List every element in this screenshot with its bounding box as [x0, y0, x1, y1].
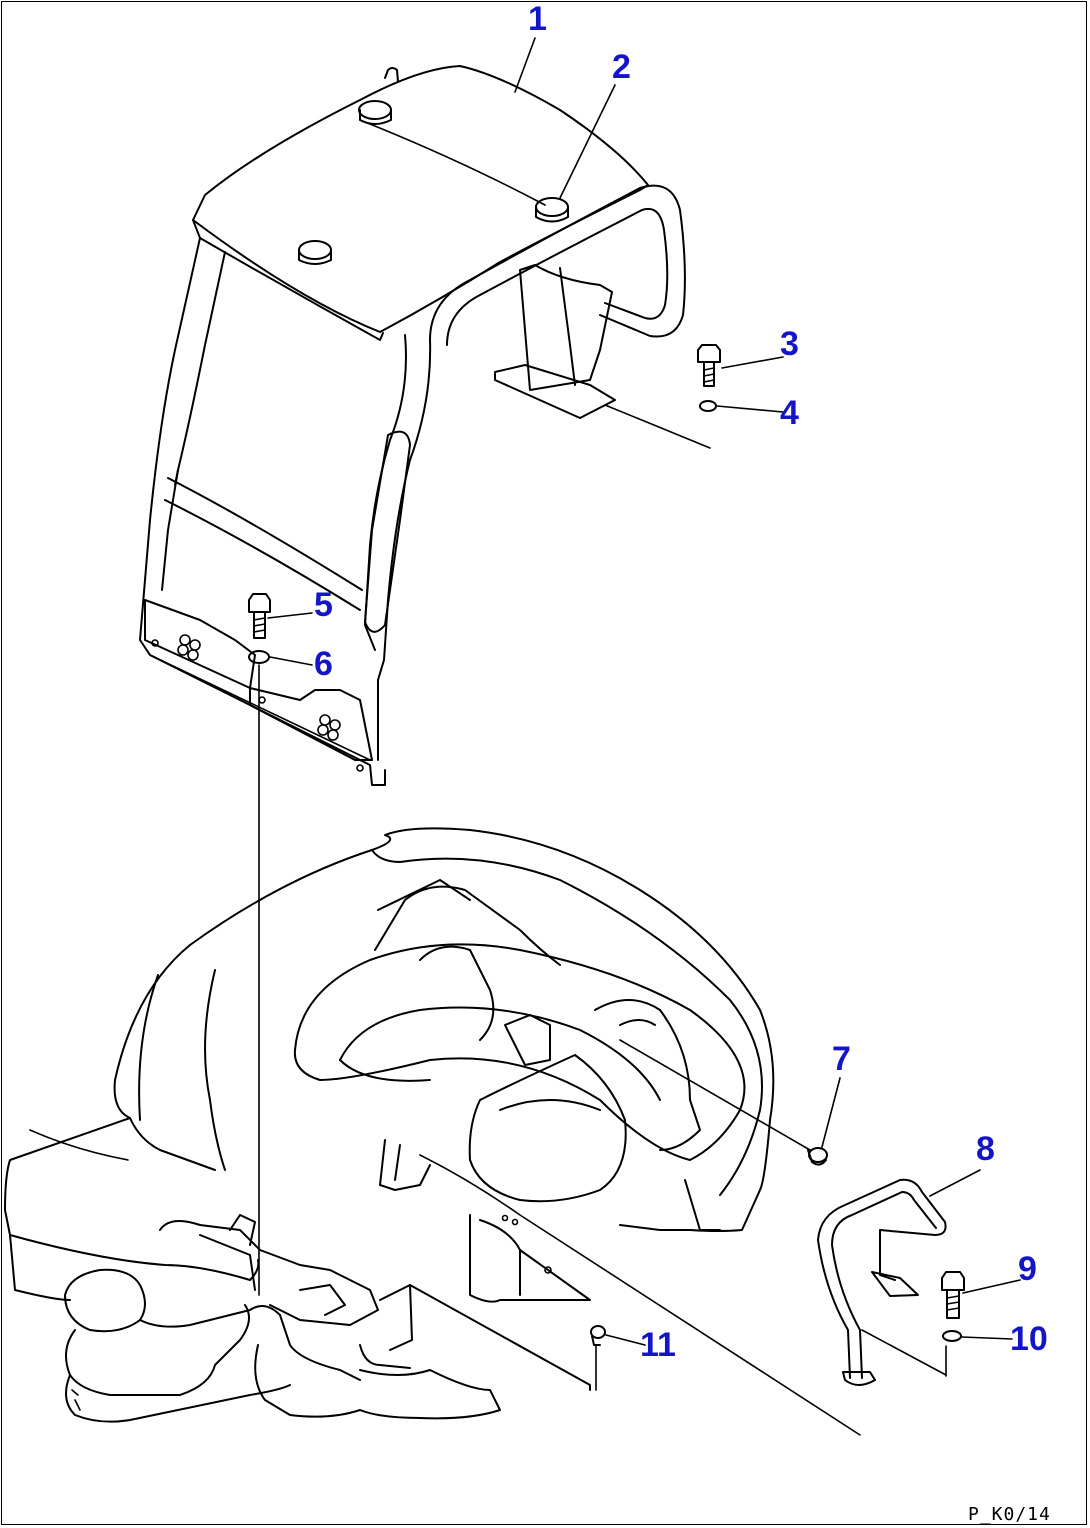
callout-1: 1 — [528, 0, 547, 38]
handrail-8 — [817, 1178, 947, 1386]
callout-numbers: 1 2 3 4 5 6 7 8 9 10 11 — [314, 0, 1048, 1364]
callout-11: 11 — [640, 1326, 676, 1364]
callout-7: 7 — [832, 1040, 851, 1078]
bolt-3-icon — [697, 344, 721, 387]
washer-6-icon — [248, 650, 270, 664]
drawing-reference-code: P_K0/14 — [968, 1504, 1051, 1525]
washer-10-icon — [942, 1330, 962, 1342]
callout-3: 3 — [780, 325, 799, 363]
callout-8: 8 — [976, 1130, 995, 1168]
bolt-9-icon — [941, 1271, 965, 1319]
bolt-5-icon — [248, 593, 271, 639]
clip-11-icon — [590, 1325, 606, 1391]
mount-hole-pattern — [151, 634, 364, 772]
plug-7-icon — [807, 1147, 828, 1166]
canopy-assembly — [139, 65, 711, 786]
callout-4: 4 — [780, 394, 799, 432]
callout-5: 5 — [314, 586, 333, 624]
callout-6: 6 — [314, 645, 333, 683]
callout-2: 2 — [612, 48, 631, 86]
machine-body — [4, 827, 861, 1436]
washer-4-icon — [699, 400, 717, 412]
leader-lines — [267, 37, 1021, 1346]
callout-9: 9 — [1018, 1250, 1037, 1288]
callout-10: 10 — [1010, 1320, 1048, 1358]
